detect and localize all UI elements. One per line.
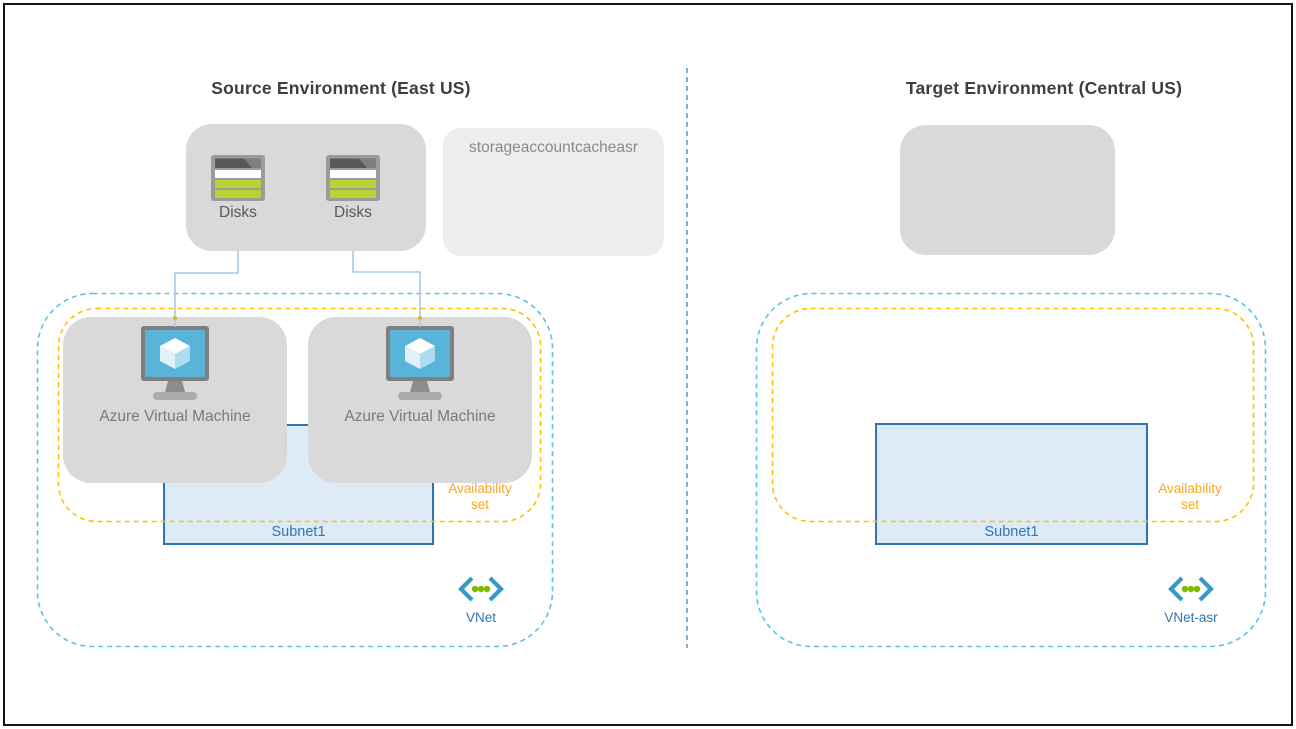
source-environment-title: Source Environment (East US) <box>211 78 471 98</box>
source-disk-1: Disks <box>203 155 273 222</box>
diagram-border <box>3 3 1293 726</box>
vnet-icon <box>1168 576 1214 602</box>
source-vm-1: Azure Virtual Machine <box>63 317 287 483</box>
target-subnet: Subnet1 <box>875 423 1148 545</box>
source-disks-container: Disks Disks <box>186 124 426 251</box>
cache-storage-account-label: storageaccountcacheasr <box>469 139 638 156</box>
target-availability-set-boundary <box>771 307 1255 523</box>
target-environment-title: Target Environment (Central US) <box>905 78 1183 98</box>
cache-storage-account-box: storageaccountcacheasr <box>443 128 664 256</box>
vnet-icon <box>458 576 504 602</box>
source-availability-set-label: Availability set <box>448 481 512 512</box>
target-vnet-label: VNet-asr <box>1164 610 1218 625</box>
source-subnet-label: Subnet1 <box>271 524 326 540</box>
target-availability-set-label: Availability set <box>1158 481 1222 512</box>
target-placeholder-box <box>900 125 1115 255</box>
disk-icon <box>211 155 265 201</box>
target-subnet-label: Subnet1 <box>984 524 1039 540</box>
target-vnet-boundary <box>755 292 1267 648</box>
azure-vm-label: Azure Virtual Machine <box>344 408 496 425</box>
disk-icon <box>326 155 380 201</box>
azure-vm-icon <box>386 326 454 400</box>
disk-label: Disks <box>334 204 372 221</box>
source-vnet-label: VNet <box>465 610 496 625</box>
source-vm-2: Azure Virtual Machine <box>308 317 532 483</box>
disk-label: Disks <box>219 204 257 221</box>
source-availability-set-boundary <box>57 307 542 523</box>
azure-vm-icon <box>141 326 209 400</box>
environment-divider <box>686 68 688 648</box>
azure-vm-label: Azure Virtual Machine <box>99 408 251 425</box>
source-disk-2: Disks <box>318 155 388 222</box>
source-vnet-boundary <box>36 292 554 648</box>
